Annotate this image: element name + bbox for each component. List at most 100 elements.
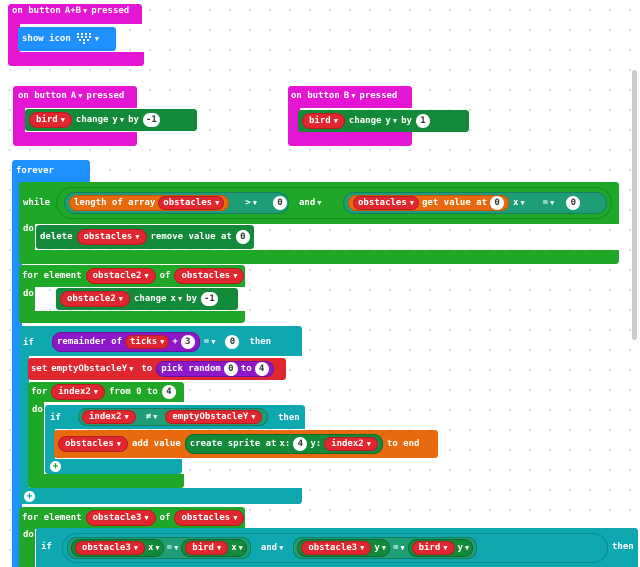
remainder-of-block[interactable]: remainder of ticks▼ + 3	[52, 332, 200, 352]
operator-dropdown[interactable]: =▼	[392, 543, 405, 553]
and-dropdown[interactable]: and▼	[299, 198, 322, 208]
number-input[interactable]: 4	[254, 362, 269, 376]
event-block-b[interactable]	[288, 86, 412, 108]
sprite-property-block[interactable]: obstacle3▼ y▼	[297, 539, 390, 557]
number-input[interactable]: -1	[142, 113, 160, 127]
workspace-scrollbar[interactable]	[632, 70, 637, 340]
event-b-header: on button B▼ pressed	[291, 91, 397, 101]
operator-dropdown[interactable]: =▼	[542, 198, 555, 208]
number-input[interactable]: 0	[223, 362, 238, 376]
operator-dropdown[interactable]: =▼	[166, 543, 179, 553]
by-label: by	[128, 115, 139, 125]
create-sprite-block[interactable]: create sprite at x: 4 y: index2▼	[184, 434, 383, 454]
if-block-inner-foot	[45, 459, 182, 474]
change-label: change	[134, 294, 167, 304]
operator-dropdown[interactable]: =▼	[203, 337, 216, 347]
number-input[interactable]: 0	[566, 196, 581, 210]
button-dropdown-b[interactable]: B▼	[343, 91, 356, 101]
number-input[interactable]: 4	[293, 437, 308, 451]
for-range-header: for index2▼ from 0 to 4	[31, 384, 176, 400]
compare-y-eq[interactable]: obstacle3▼ y▼ =▼ bird▼ y▼	[293, 537, 478, 559]
event-block-a[interactable]	[13, 86, 137, 108]
show-icon-block[interactable]: show icon ▼	[18, 27, 116, 51]
compare-neq[interactable]: index2▼ ≠▼ emptyObstacleY▼	[78, 408, 268, 426]
bird-change-y-block-b[interactable]: bird▼ change y▼ by 1	[298, 110, 469, 132]
and-condition[interactable]: obstacle3▼ x▼ =▼ bird▼ x▼ and▼ obstacle3…	[62, 533, 608, 563]
set-variable-block[interactable]: set emptyObstacleY▼ to pick random 0 to …	[28, 358, 286, 380]
do-label: do	[32, 405, 43, 415]
remainder-of-label: remainder of	[57, 337, 123, 347]
ticks-variable[interactable]: ticks▼	[125, 335, 170, 349]
variable-dropdown[interactable]: emptyObstacleY▼	[51, 364, 134, 374]
compare-value-eq[interactable]: obstacles▼ get value at 0 x▼ =▼ 0	[343, 192, 607, 214]
event-block-b-foot	[288, 132, 412, 146]
if-label: if	[23, 338, 34, 348]
by-label: by	[401, 116, 412, 126]
sprite-variable-bird[interactable]: bird▼	[302, 113, 345, 129]
variable-index2[interactable]: index2▼	[324, 437, 378, 451]
operator-dropdown[interactable]: >▼	[245, 198, 257, 208]
number-input[interactable]: 0	[235, 230, 250, 244]
sprite-property-block[interactable]: bird▼ x▼	[181, 539, 247, 557]
number-input[interactable]: -1	[201, 292, 218, 306]
axis-dropdown[interactable]: y▼	[385, 116, 398, 126]
variable-empty-obstacle-y[interactable]: emptyObstacleY▼	[165, 410, 263, 424]
number-input[interactable]: 4	[161, 385, 176, 399]
loop-variable[interactable]: index2▼	[51, 384, 105, 400]
sprite-change-x-block[interactable]: obstacle2▼ change x▼ by -1	[56, 288, 238, 310]
sprite-property-block[interactable]: bird▼ y▼	[407, 539, 474, 557]
bird-change-y-block-a[interactable]: bird▼ change y▼ by -1	[25, 109, 197, 131]
for-element-block-3-body	[19, 529, 35, 567]
sprite-variable[interactable]: obstacle3▼	[75, 541, 145, 555]
sprite-variable[interactable]: obstacle3▼	[301, 541, 372, 555]
sprite-variable-bird[interactable]: bird▼	[29, 112, 72, 128]
property-dropdown[interactable]: x▼	[513, 198, 525, 208]
forever-block[interactable]	[12, 160, 90, 182]
variable-index2[interactable]: index2▼	[82, 410, 136, 424]
operator-dropdown[interactable]: ≠▼	[145, 412, 158, 422]
array-variable[interactable]: obstacles▼	[174, 268, 245, 284]
axis-dropdown[interactable]: y▼	[112, 115, 125, 125]
pick-random-block[interactable]: pick random 0 to 4	[156, 361, 274, 377]
compare-x-eq[interactable]: obstacle3▼ x▼ =▼ bird▼ x▼	[67, 537, 251, 559]
number-input[interactable]: 1	[415, 114, 430, 128]
axis-dropdown[interactable]: x▼	[170, 294, 183, 304]
add-else-icon[interactable]: +	[24, 491, 35, 502]
sprite-variable-bird[interactable]: bird▼	[185, 541, 229, 555]
button-dropdown-ab[interactable]: A+B▼	[64, 6, 88, 16]
add-else-icon[interactable]: +	[50, 461, 61, 472]
array-variable[interactable]: obstacles▼	[174, 510, 245, 526]
for-label: for	[31, 387, 48, 397]
remove-value-at-block[interactable]: delete obstacles▼ remove value at 0	[36, 225, 254, 249]
property-dropdown[interactable]: y▼	[374, 543, 386, 553]
loop-variable[interactable]: obstacle2▼	[85, 268, 156, 284]
number-input[interactable]: 0	[272, 196, 287, 210]
length-of-array-block[interactable]: length of array obstacles▼	[69, 195, 230, 211]
array-variable[interactable]: obstacles▼	[353, 196, 419, 210]
icon-picker-dropdown[interactable]: ▼	[75, 32, 99, 46]
number-input[interactable]: 3	[180, 335, 195, 349]
compare-length-gt[interactable]: length of array obstacles▼ >▼ 0	[64, 192, 289, 214]
array-variable[interactable]: obstacles▼	[58, 436, 128, 452]
sprite-variable-bird[interactable]: bird▼	[411, 541, 455, 555]
button-dropdown-a[interactable]: A▼	[70, 91, 83, 101]
add-value-block[interactable]: obstacles▼ add value create sprite at x:…	[54, 430, 438, 458]
array-variable[interactable]: obstacles▼	[76, 229, 147, 245]
number-input[interactable]: 0	[490, 196, 505, 210]
array-variable[interactable]: obstacles▼	[158, 196, 225, 210]
chevron-down-icon: ▼	[129, 365, 134, 373]
event-block-ab[interactable]	[8, 4, 142, 24]
property-dropdown[interactable]: y▼	[457, 543, 470, 553]
event-block-a-foot	[13, 132, 137, 146]
sprite-property-block[interactable]: obstacle3▼ x▼	[71, 539, 164, 557]
property-dropdown[interactable]: x▼	[148, 543, 160, 553]
loop-variable[interactable]: obstacle3▼	[85, 510, 156, 526]
number-input[interactable]: 0	[225, 335, 240, 349]
if-1-condition[interactable]: remainder of ticks▼ + 3 =▼ 0 then	[52, 332, 271, 352]
sprite-variable[interactable]: obstacle2▼	[60, 291, 130, 307]
and-dropdown[interactable]: and▼	[260, 543, 284, 553]
property-dropdown[interactable]: x▼	[231, 543, 243, 553]
forever-label: forever	[16, 166, 54, 176]
remove-value-at-label: remove value at	[150, 232, 232, 242]
get-value-at-block[interactable]: obstacles▼ get value at 0	[348, 195, 510, 211]
